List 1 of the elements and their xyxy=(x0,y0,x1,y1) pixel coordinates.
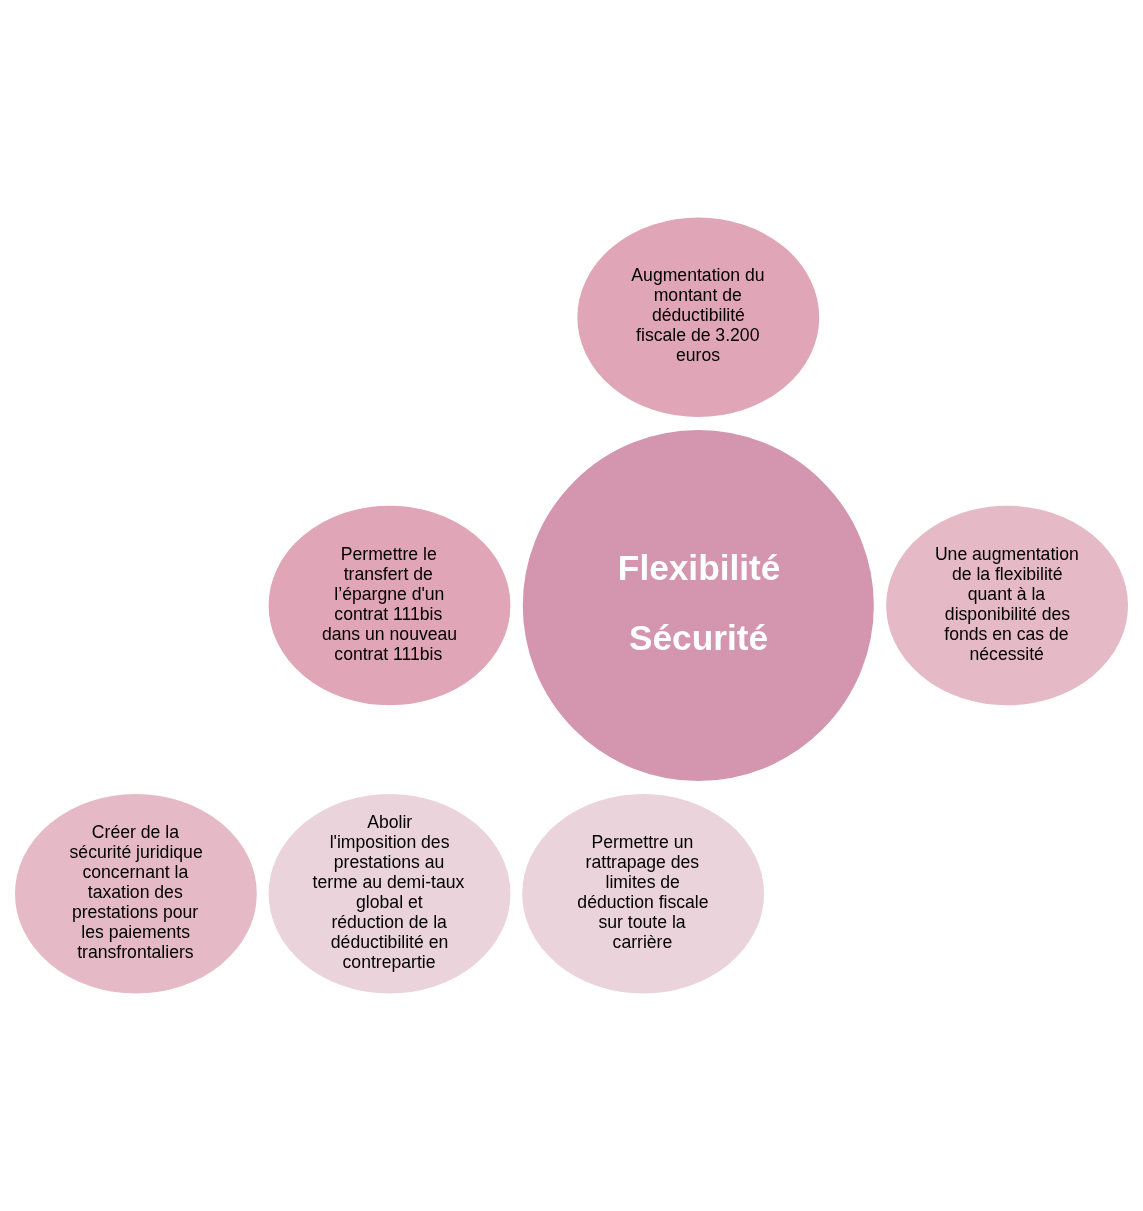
node-ellipse: Permettre le transfert de l’épargne d'un contrat 111bis dans un nouveau contrat 111bis xyxy=(265,502,514,709)
